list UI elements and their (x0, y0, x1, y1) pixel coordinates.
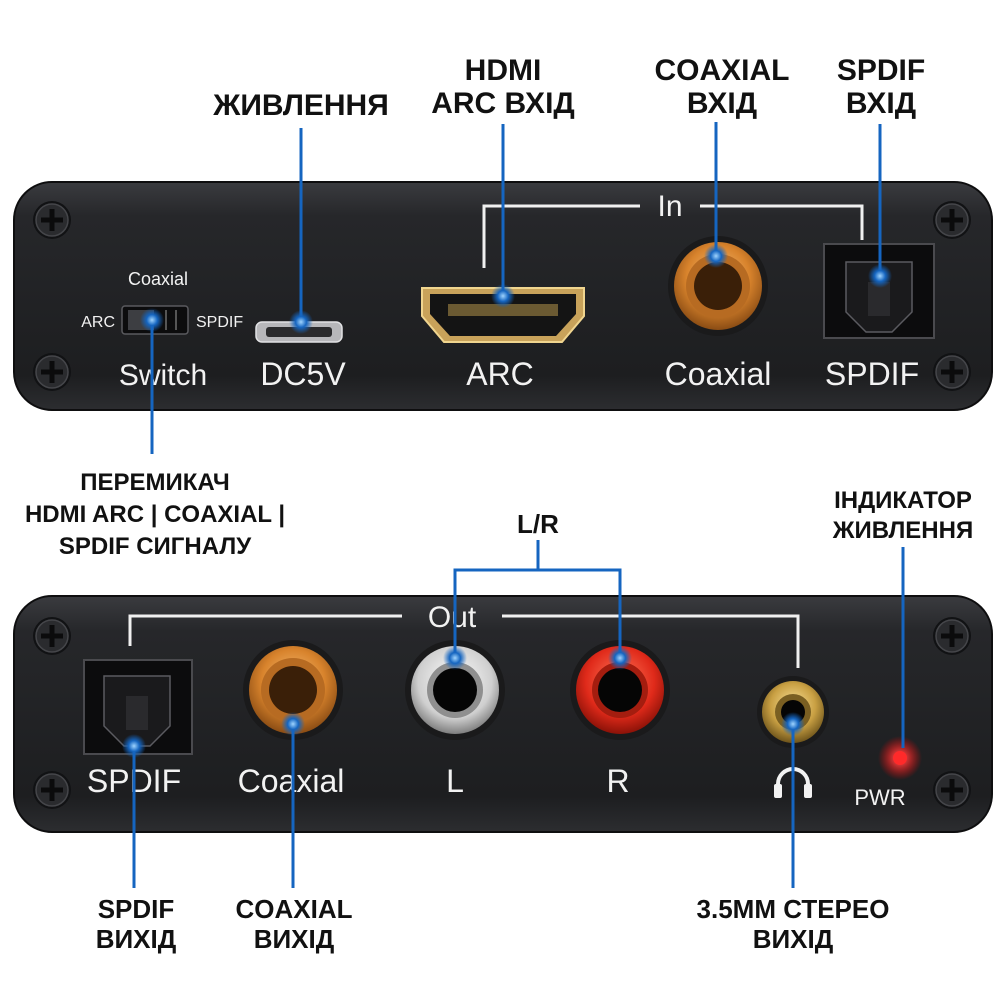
pwr-label: PWR (854, 785, 905, 810)
audio-right-jack[interactable] (570, 640, 670, 740)
coaxial-out-label: Coaxial (238, 763, 345, 799)
r-label: R (606, 763, 629, 799)
switch-coaxial-label: Coaxial (128, 269, 188, 289)
screw-icon (32, 352, 72, 392)
callout-switch-line1: ПЕРЕМИКАЧ (80, 469, 230, 496)
hdmi-arc-port[interactable] (421, 287, 585, 343)
power-led (878, 736, 922, 780)
coaxial-in-label: Coaxial (665, 356, 772, 392)
callout-power-led-line1: ІНДИКАТОР (834, 487, 972, 514)
callout-switch-line3: SPDIF СИГНАЛУ (59, 533, 252, 560)
callout-coaxial-out-line1: COAXIAL (236, 894, 353, 924)
callout-switch-line2: HDMI ARC | COAXIAL | (25, 501, 285, 528)
spdif-in-label: SPDIF (825, 356, 919, 392)
switch-spdif-label: SPDIF (196, 314, 243, 331)
callout-coaxial-out-line2: ВИХІД (254, 924, 335, 954)
callout-spdif-out-line2: ВИХІД (96, 924, 177, 954)
callout-stereo-out-line2: ВИХІД (753, 924, 834, 954)
callout-spdif-in-line2: ВХІД (846, 87, 916, 120)
callout-hdmi-line1: HDMI (465, 54, 542, 87)
callout-labels: ЖИВЛЕННЯ HDMI ARC ВХІД COAXIAL ВХІД SPDI… (25, 54, 973, 954)
screw-icon (932, 616, 972, 656)
callout-spdif-out-line1: SPDIF (98, 894, 175, 924)
callout-coaxial-in-line2: ВХІД (687, 87, 757, 120)
callout-stereo-out-line1: 3.5MM СТЕРЕО (697, 894, 890, 924)
spdif-input-port[interactable] (823, 243, 935, 339)
l-label: L (446, 763, 464, 799)
screw-icon (32, 616, 72, 656)
coaxial-output-jack[interactable] (243, 640, 343, 740)
switch-label: Switch (119, 359, 207, 392)
screw-icon (932, 200, 972, 240)
callout-power-led-line2: ЖИВЛЕННЯ (832, 517, 973, 544)
callout-lr: L/R (517, 509, 559, 539)
arc-label: ARC (466, 356, 534, 392)
callout-hdmi-line2: ARC ВХІД (431, 87, 575, 120)
spdif-output-port[interactable] (83, 659, 193, 755)
screw-icon (32, 200, 72, 240)
audio-left-jack[interactable] (405, 640, 505, 740)
callout-dots (122, 244, 892, 758)
callout-spdif-in-line1: SPDIF (837, 54, 925, 87)
callout-coaxial-in-line1: COAXIAL (655, 54, 790, 87)
screw-icon (932, 352, 972, 392)
callout-lines (132, 122, 905, 888)
in-label: In (657, 190, 682, 223)
switch-arc-label: ARC (81, 314, 115, 331)
dc5v-label: DC5V (260, 356, 346, 392)
screw-icon (932, 770, 972, 810)
coaxial-input-jack[interactable] (668, 236, 768, 336)
screw-icon (32, 770, 72, 810)
callout-power: ЖИВЛЕННЯ (212, 89, 389, 122)
bottom-panel: Out SPDIF Coaxial L (13, 595, 993, 833)
out-label: Out (428, 601, 477, 634)
